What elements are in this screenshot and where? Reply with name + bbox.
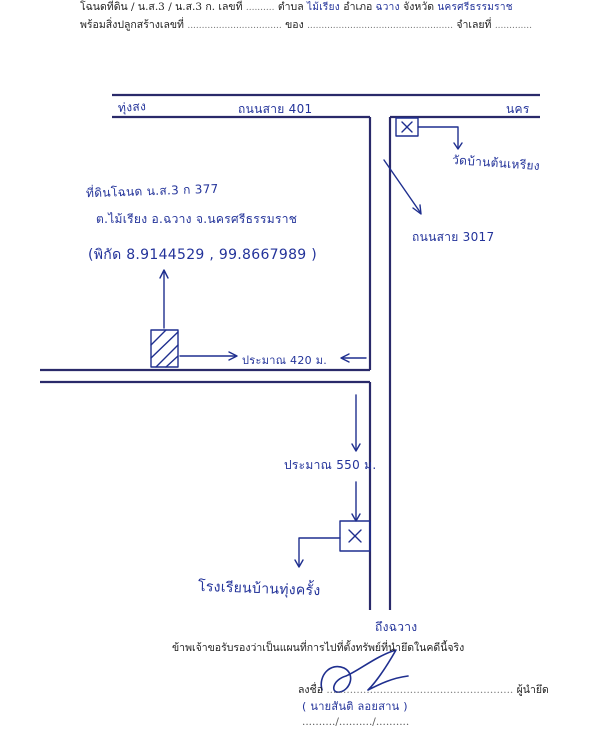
certification-statement: ข้าพเจ้าขอรับรองว่าเป็นแผนที่การไปที่ตั้… (172, 642, 465, 654)
province-label: จังหวัด (403, 1, 435, 13)
school-pointer-head (294, 559, 304, 568)
hatch-2 (150, 331, 179, 359)
property-up-arrow-head (159, 269, 169, 279)
building-no-label: พร้อมสิ่งปลูกสร้างเลขที่ (80, 19, 184, 31)
district-value: ฉวาง (375, 2, 400, 13)
temple-x-2 (401, 121, 413, 133)
school-label: โรงเรียนบ้านทุ่งครั้ง (197, 578, 321, 600)
signature (320, 649, 409, 693)
deed-type-label: โฉนดที่ดิน / น.ส.3 / น.ส.3 ก. เลขที่ (80, 1, 243, 13)
temple-pointer-head (453, 142, 463, 150)
road-3017-pointer-head (412, 204, 422, 215)
printed-name: ( นายสันติ ลอยสาน ) (302, 700, 408, 713)
owner-label: ของ (285, 19, 304, 31)
school-x-2 (348, 529, 362, 543)
header-line-1: โฉนดที่ดิน / น.ส.3 / น.ส.3 ก. เลขที่ ...… (80, 1, 513, 13)
subdistrict-label: ตำบล (277, 1, 304, 13)
road-401-label: ถนนสาย 401 (238, 102, 313, 116)
header-line-2: พร้อมสิ่งปลูกสร้างเลขที่ ...............… (80, 19, 533, 31)
dist-420-right-head (340, 353, 350, 363)
school-box (339, 520, 371, 552)
property-box (150, 329, 179, 368)
district-label: อำเภอ (343, 1, 373, 13)
school-pointer (298, 537, 341, 567)
property-coords-label: (พิกัด 8.9144529 , 99.8667989 ) (88, 247, 317, 263)
hatch-4 (165, 355, 179, 368)
hatch-3 (155, 344, 179, 368)
distance-420-label: ประมาณ 420 ม. (242, 354, 328, 367)
nakhon-label: นคร (506, 102, 530, 116)
tungsong-label: ทุ่งสง (117, 99, 147, 115)
dist-550-top-head (351, 443, 361, 452)
subdistrict-value: ไม้เรียง (306, 2, 340, 13)
defendant-label: จำเลยที่ (456, 19, 492, 31)
distance-550-label: ประมาณ 550 ม. (284, 458, 377, 472)
dist-420-left-head (228, 351, 238, 361)
road-3017-pointer (383, 159, 421, 213)
road-3017-label: ถนนสาย 3017 (412, 230, 495, 244)
sign-label: ลงชื่อ (298, 684, 323, 696)
bottom-direction-label: ถึงฉวาง (375, 620, 418, 634)
date-line: ........../........../.......... (302, 716, 410, 728)
role-label: ผู้นำยึด (516, 684, 549, 696)
province-value: นครศรีธรรมราช (437, 2, 513, 13)
hatch-1 (150, 329, 167, 346)
property-location-label: ต.ไม้เรียง อ.ฉวาง จ.นครศรีธรรมราช (96, 212, 298, 226)
temple-pointer (417, 126, 459, 149)
sign-line: ลงชื่อ .................................… (298, 684, 549, 696)
